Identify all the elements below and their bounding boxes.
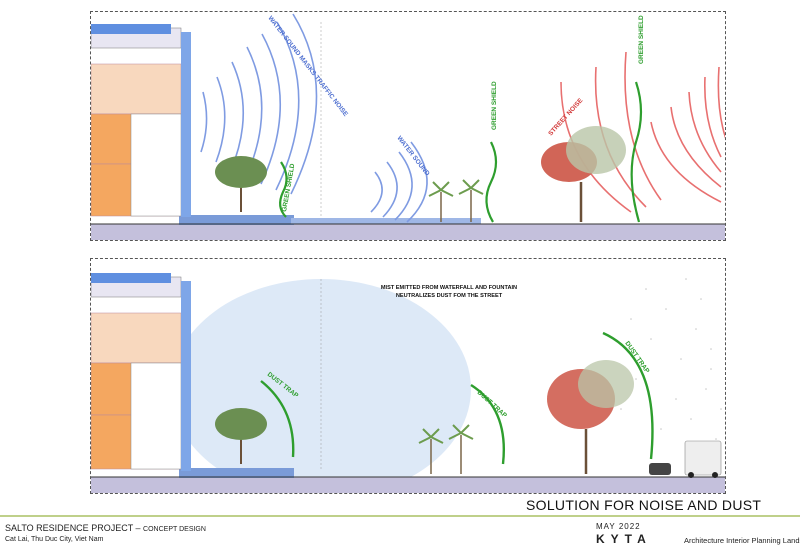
brand-logo: KYTA xyxy=(596,532,652,546)
pond xyxy=(179,215,294,225)
noise-section-svg: WATER SOUND MASKS TRAFFIC NOISE WATER SO… xyxy=(91,13,725,240)
waterfall xyxy=(181,281,191,471)
ground-slab xyxy=(91,477,725,493)
dust-section-svg: DUST TRAP DUST TRAP DUST TRAP xyxy=(91,273,725,493)
waterfall xyxy=(181,32,191,217)
label-water-sound: WATER SOUND xyxy=(395,135,430,178)
mist-caption: MIST EMITTED FROM WATERFALL AND FOUNTAIN… xyxy=(369,285,529,300)
dust-trap-arcs xyxy=(260,331,654,465)
mist-caption-line-2: NEUTRALIZES DUST FOM THE STREET xyxy=(395,292,503,299)
atrium xyxy=(130,362,182,470)
project-stage: CONCEPT DESIGN xyxy=(143,526,206,533)
trees xyxy=(215,126,626,222)
trees xyxy=(215,360,634,474)
label-water-masks: WATER SOUND MASKS TRAFFIC NOISE xyxy=(266,15,349,118)
atrium xyxy=(130,113,182,217)
solution-title: SOLUTION FOR NOISE AND DUST xyxy=(526,497,762,513)
office-floors xyxy=(91,312,182,364)
green-shields xyxy=(279,81,643,223)
issue-date: MAY 2022 xyxy=(596,522,641,531)
vehicles xyxy=(649,440,722,478)
footer-divider xyxy=(0,515,800,517)
project-location: Cat Lai, Thu Duc City, Viet Nam xyxy=(5,536,104,543)
dust-section-diagram: DUST TRAP DUST TRAP DUST TRAP MIST EMITT… xyxy=(90,258,726,494)
water-sound-waves xyxy=(200,13,428,223)
dust-particles xyxy=(620,278,722,440)
office-floors xyxy=(91,63,182,115)
noise-section-diagram: WATER SOUND MASKS TRAFFIC NOISE WATER SO… xyxy=(90,11,726,241)
pond xyxy=(179,468,294,478)
fountain-pool xyxy=(291,218,481,224)
rooftop-pool xyxy=(91,273,171,283)
rooftop-pool xyxy=(91,24,171,34)
label-green-shield-2: GREEN SHIELD xyxy=(491,81,498,130)
project-title: SALTO RESIDENCE PROJECT – CONCEPT DESIGN xyxy=(5,523,206,533)
label-green-shield-3: GREEN SHIELD xyxy=(638,15,645,64)
mist-caption-line-1: MIST EMITTED FROM WATERFALL AND FOUNTAIN xyxy=(380,285,518,291)
ground-slab xyxy=(91,224,725,240)
brand-tagline: Architecture Interior Planning Landscape xyxy=(684,536,800,545)
label-dust-trap-2: DUST TRAP xyxy=(476,389,509,420)
project-name: SALTO RESIDENCE PROJECT – xyxy=(5,523,144,533)
